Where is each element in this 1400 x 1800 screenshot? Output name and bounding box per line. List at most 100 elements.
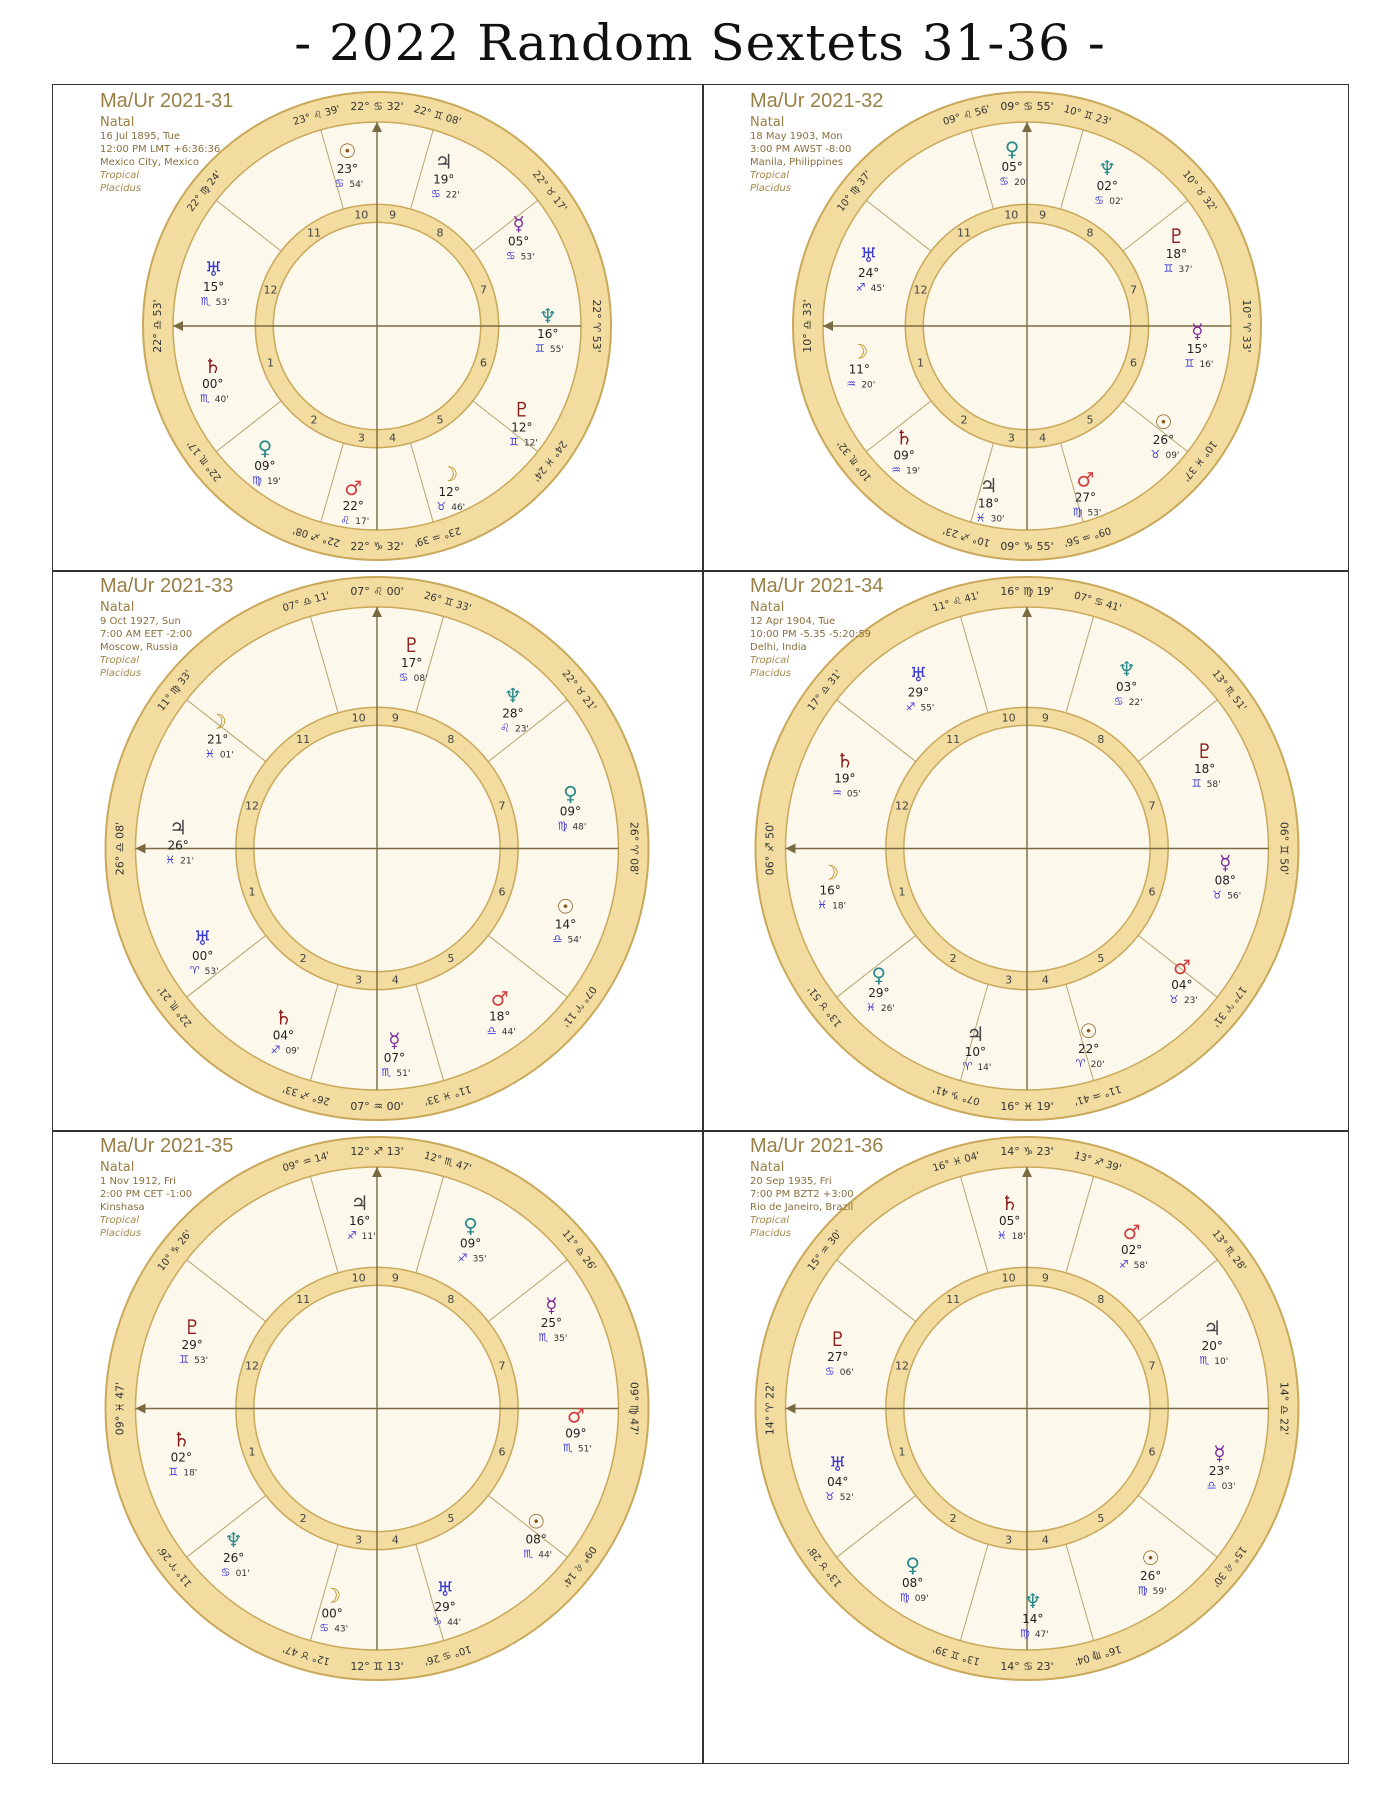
house-number: 3 <box>355 973 362 986</box>
planet-degree: 20° <box>1202 1339 1223 1353</box>
house-number: 4 <box>392 1533 399 1546</box>
planet-degree: 08° <box>1215 873 1236 887</box>
angle-label-asc: 09° ♓ 47' <box>114 1382 127 1435</box>
house-number: 12 <box>913 283 927 296</box>
planet-minute: 53' <box>205 967 219 977</box>
house-number: 5 <box>447 1512 454 1525</box>
planet-sign: ♐ <box>347 1229 357 1242</box>
planet-degree: 05° <box>999 1214 1020 1228</box>
planet-sign: ♏ <box>563 1441 573 1454</box>
planet-sign: ♊ <box>179 1353 189 1366</box>
house-number: 1 <box>899 886 906 899</box>
planet-glyph: ☿ <box>388 1028 400 1052</box>
chart-title: Ma/Ur 2021-33 <box>100 575 234 597</box>
house-cusp-line <box>410 129 434 210</box>
planet-sign: ♊ <box>1192 777 1202 790</box>
house-number: 7 <box>498 799 505 812</box>
planet-sign: ♋ <box>1094 194 1104 207</box>
planet-degree: 00° <box>322 1607 343 1621</box>
chart-title: Ma/Ur 2021-34 <box>750 575 884 597</box>
planet-marker: ♃10°♈14' <box>962 1022 991 1073</box>
planet-marker: ☉08°♏44' <box>523 1509 552 1560</box>
planet-marker: ♀05°♋20' <box>999 137 1028 188</box>
house-cusp-line <box>215 400 282 452</box>
planet-glyph: ♂ <box>567 1403 585 1427</box>
house-cusp-line <box>1065 1544 1095 1641</box>
house-cusp-line <box>970 442 994 523</box>
house-number: 9 <box>1042 712 1049 725</box>
house-cusp-line <box>1060 129 1084 210</box>
planet-degree: 23° <box>1209 1464 1230 1478</box>
planet-sign: ♋ <box>431 188 441 201</box>
house-number: 12 <box>895 799 909 812</box>
planet-sign: ♏ <box>200 392 210 405</box>
planet-minute: 54' <box>349 180 363 190</box>
house-cusp-line <box>865 200 932 252</box>
angle-label-mc: 07° ♌ 00' <box>350 585 403 598</box>
angle-label-dsc: 09° ♍ 47' <box>628 1382 641 1435</box>
planet-minute: 26' <box>881 1004 895 1014</box>
planet-degree: 04° <box>827 1475 848 1489</box>
house-number: 10 <box>1002 712 1016 725</box>
planet-marker: ♄02°♊18' <box>168 1428 197 1479</box>
planet-glyph: ♀ <box>905 1553 920 1577</box>
planet-marker: ♀09°♍48' <box>557 781 586 832</box>
planet-sign: ♎ <box>1207 1479 1217 1492</box>
planet-degree: 12° <box>439 485 460 499</box>
chart-title: Ma/Ur 2021-31 <box>100 90 234 112</box>
planet-minute: 45' <box>871 284 885 294</box>
house-cusp-line <box>487 1495 568 1558</box>
chart-type: Natal <box>750 115 785 130</box>
planet-sign: ♓ <box>165 854 175 867</box>
planet-minute: 02' <box>1109 197 1123 207</box>
planet-minute: 51' <box>396 1069 410 1079</box>
planet-minute: 20' <box>1014 178 1028 188</box>
planet-sign: ♐ <box>458 1251 468 1264</box>
planet-glyph: ☿ <box>1191 319 1203 343</box>
house-number: 1 <box>249 1446 256 1459</box>
house-cusp-line <box>472 200 539 252</box>
planet-glyph: ♄ <box>836 748 854 772</box>
planet-sign: ♋ <box>319 1622 329 1635</box>
planet-sign: ♍ <box>1072 506 1082 519</box>
planet-degree: 28° <box>502 707 523 721</box>
planet-marker: ♆26°♋01' <box>221 1528 250 1579</box>
planet-sign: ♓ <box>997 1229 1007 1242</box>
planet-degree: 29° <box>182 1338 203 1352</box>
planet-marker: ♆28°♌23' <box>500 684 529 735</box>
planet-degree: 18° <box>489 1010 510 1024</box>
planet-glyph: ♀ <box>563 781 578 805</box>
planet-glyph: ♂ <box>1173 955 1191 979</box>
planet-marker: ♇18°♊58' <box>1192 739 1221 790</box>
angle-label-mc: 09° ♋ 55' <box>1000 100 1053 113</box>
house-cusp-line <box>836 1259 917 1322</box>
planet-sign: ♊ <box>168 1466 178 1479</box>
planet-degree: 29° <box>868 986 889 1000</box>
planet-marker: ☉26°♉09' <box>1151 410 1180 461</box>
house-cusp-line <box>415 1544 445 1641</box>
mc-arrow <box>372 607 382 617</box>
planet-marker: ☿07°♏51' <box>381 1028 410 1079</box>
house-number: 8 <box>1097 1293 1104 1306</box>
planet-marker: ♆14°♍47' <box>1020 1589 1049 1640</box>
house-number: 4 <box>1042 973 1049 986</box>
planet-degree: 09° <box>560 804 581 818</box>
planet-minute: 56' <box>1227 891 1241 901</box>
planet-minute: 47' <box>1035 1630 1049 1640</box>
planet-minute: 18' <box>1012 1232 1026 1242</box>
house-cusp-line <box>959 1176 989 1273</box>
house-cusp-line <box>309 616 339 713</box>
planet-marker: ♄04°♐09' <box>270 1006 299 1057</box>
planet-marker: ☉22°♈20' <box>1076 1019 1105 1070</box>
house-number: 1 <box>249 886 256 899</box>
angle-label-ic: 09° ♑ 55' <box>1000 540 1053 553</box>
planet-sign: ♓ <box>817 899 827 912</box>
planet-minute: 06' <box>840 1368 854 1378</box>
chart-type: Natal <box>750 600 785 615</box>
planet-glyph: ♅ <box>436 1577 454 1601</box>
planet-marker: ♀29°♓26' <box>866 963 895 1014</box>
planet-degree: 09° <box>565 1426 586 1440</box>
planet-minute: 12' <box>524 439 538 449</box>
